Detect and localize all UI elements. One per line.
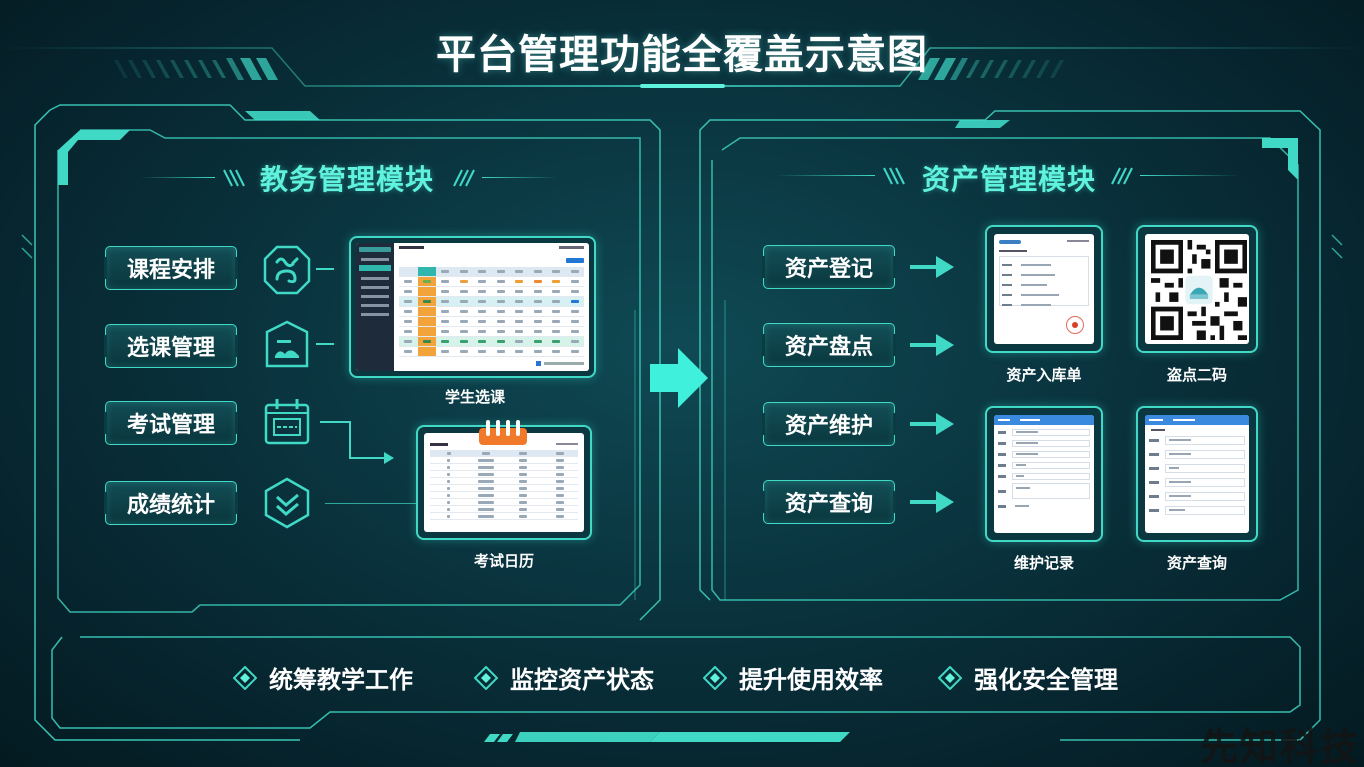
slash-deco-icon — [1111, 167, 1133, 185]
right-arrow-icon — [650, 348, 708, 408]
course-select-icon — [265, 320, 309, 368]
caption-student-course-selection: 学生选课 — [444, 388, 505, 406]
maintenance-form — [994, 415, 1094, 533]
caption-exam-calendar: 考试日历 — [473, 552, 534, 570]
connector-arrow — [320, 421, 394, 464]
right-item-asset-query[interactable]: 资产查询 — [762, 480, 896, 524]
course-selection-screenshot — [356, 243, 589, 371]
connector-line — [325, 503, 417, 504]
arrow-right-icon — [910, 413, 954, 435]
right-item-asset-inventory[interactable]: 资产盘点 — [762, 323, 896, 367]
slash-deco-icon — [223, 169, 245, 187]
benefit-item: 统筹教学工作 — [233, 660, 413, 695]
benefit-item: 监控资产状态 — [474, 660, 654, 695]
left-module-title: 教务管理模块 — [260, 163, 435, 196]
diamond-bullet-icon — [474, 665, 498, 690]
slash-deco-icon — [883, 167, 905, 185]
watermark: 先知科技 — [1199, 725, 1360, 767]
qr-code — [1145, 234, 1249, 344]
page-title: 平台管理功能全覆盖示意图 — [436, 32, 928, 78]
title-deco-line-right — [482, 177, 557, 178]
connector-line — [316, 268, 334, 270]
asset-receipt-card[interactable] — [985, 225, 1103, 353]
asset-query-card[interactable] — [1136, 406, 1258, 542]
left-item-exam-management[interactable]: 考试管理 — [104, 401, 238, 445]
exam-calendar-screenshot — [424, 433, 584, 532]
route-icon — [263, 245, 311, 295]
asset-receipt-document — [994, 234, 1094, 344]
diamond-bullet-icon — [703, 665, 727, 690]
right-item-asset-registration[interactable]: 资产登记 — [762, 245, 896, 289]
arrow-right-icon — [910, 256, 954, 278]
right-module-title: 资产管理模块 — [922, 163, 1097, 196]
benefit-label: 提升使用效率 — [739, 666, 883, 694]
benefit-item: 提升使用效率 — [703, 660, 883, 695]
benefit-label: 统筹教学工作 — [269, 666, 413, 694]
caption-asset-receipt: 资产入库单 — [1006, 366, 1082, 384]
caption-inventory-qr: 盗点二码 — [1166, 366, 1227, 384]
qr-code-pattern — [1151, 240, 1247, 340]
diamond-bullet-icon — [233, 665, 257, 690]
screenshot-sidebar — [356, 243, 394, 371]
title-deco-line-left — [140, 177, 215, 178]
inventory-qr-card[interactable] — [1136, 225, 1258, 353]
arrow-right-icon — [910, 491, 954, 513]
red-seal-stamp — [1066, 316, 1084, 334]
benefit-label: 强化安全管理 — [974, 666, 1118, 694]
double-check-icon — [264, 477, 310, 529]
left-item-course-schedule[interactable]: 课程安排 — [104, 246, 238, 290]
title-deco-line-right — [1140, 175, 1240, 176]
caption-asset-query: 资产查询 — [1166, 554, 1227, 572]
diamond-bullet-icon — [938, 665, 962, 690]
screenshot-pagination — [399, 361, 584, 366]
arrow-right-icon — [910, 334, 954, 356]
connector-line — [316, 343, 334, 345]
left-item-course-selection[interactable]: 选课管理 — [104, 324, 238, 368]
caption-maintenance-record: 维护记录 — [1013, 554, 1074, 572]
calendar-icon — [264, 399, 310, 445]
left-item-grade-statistics[interactable]: 成绩统计 — [104, 481, 238, 525]
title-deco-line-left — [775, 175, 875, 176]
right-item-asset-maintenance[interactable]: 资产维护 — [762, 402, 896, 446]
exam-calendar-card[interactable] — [416, 425, 592, 540]
benefit-label: 监控资产状态 — [510, 666, 654, 694]
slash-deco-icon — [453, 169, 475, 187]
student-course-selection-card[interactable] — [349, 236, 596, 378]
calendar-binder-icon — [479, 420, 527, 445]
screenshot-table — [399, 267, 584, 357]
benefit-item: 强化安全管理 — [938, 660, 1118, 695]
maintenance-record-card[interactable] — [985, 406, 1103, 542]
asset-query-form — [1145, 415, 1249, 533]
